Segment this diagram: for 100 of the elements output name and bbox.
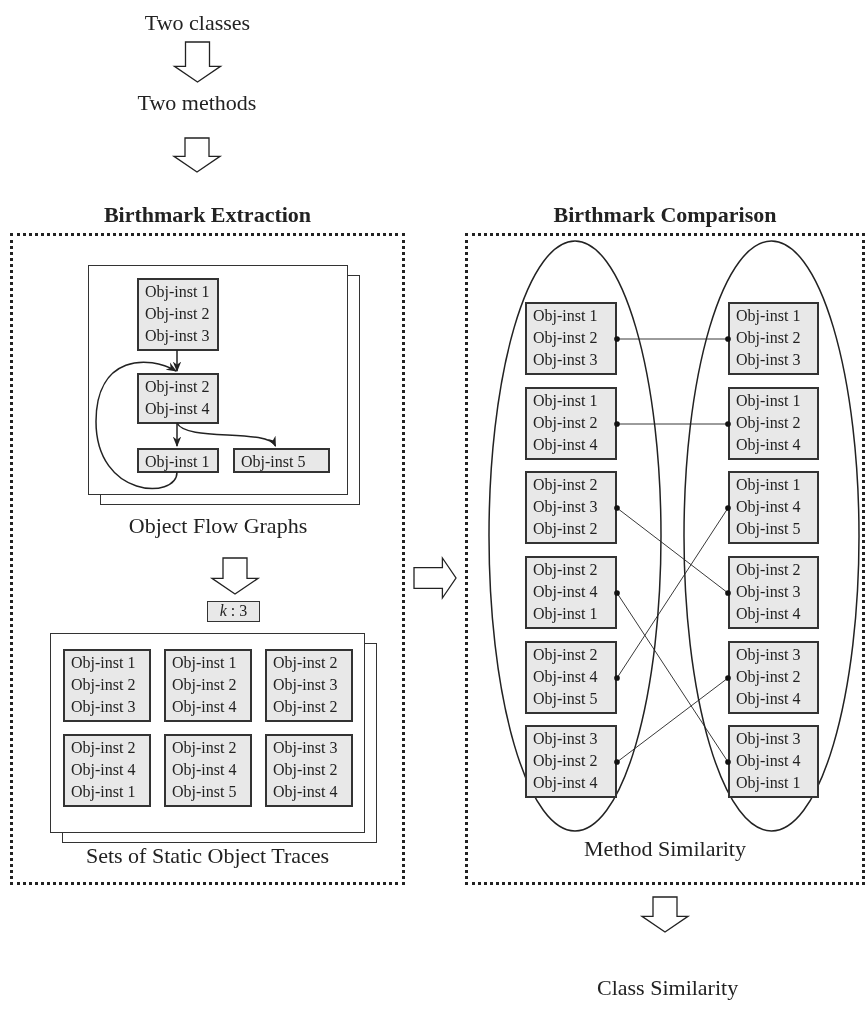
block-arrow xyxy=(209,557,261,595)
instance-box xyxy=(525,641,617,714)
instance-box xyxy=(137,448,219,473)
instance-label: Obj-inst 1 xyxy=(145,452,211,473)
instance-box xyxy=(728,387,819,460)
instance-label: Obj-inst 3 xyxy=(736,645,802,666)
instance-label: Obj-inst 1 xyxy=(736,475,802,496)
instance-label: Obj-inst 4 xyxy=(533,667,599,688)
stacked-sheet xyxy=(88,265,348,495)
instance-label: Obj-inst 2 xyxy=(736,667,802,688)
instance-label: Obj-inst 3 xyxy=(736,582,802,603)
instance-box xyxy=(728,725,819,798)
instance-label: Obj-inst 4 xyxy=(533,773,599,794)
instance-label: Obj-inst 3 xyxy=(145,326,211,347)
instance-label: Obj-inst 4 xyxy=(736,751,802,772)
instance-label: Obj-inst 5 xyxy=(241,452,307,473)
group-ellipse xyxy=(683,240,860,832)
stacked-sheet xyxy=(50,633,365,833)
instance-label: Obj-inst 2 xyxy=(273,760,339,781)
instance-box xyxy=(63,649,151,722)
instance-label: Obj-inst 2 xyxy=(71,738,137,759)
instance-box xyxy=(728,556,819,629)
instance-label: Obj-inst 4 xyxy=(736,689,802,710)
instance-label: Obj-inst 4 xyxy=(273,782,339,803)
instance-label: Obj-inst 1 xyxy=(533,391,599,412)
instance-label: Obj-inst 2 xyxy=(533,413,599,434)
instance-box xyxy=(525,302,617,375)
instance-label: Obj-inst 2 xyxy=(273,697,339,718)
instance-box xyxy=(728,302,819,375)
instance-label: Obj-inst 1 xyxy=(71,653,137,674)
instance-label: Obj-inst 1 xyxy=(533,604,599,625)
arrow xyxy=(172,349,182,373)
instance-label: Obj-inst 4 xyxy=(736,497,802,518)
instance-label: Obj-inst 3 xyxy=(273,738,339,759)
instance-label: Obj-inst 1 xyxy=(736,306,802,327)
instance-label: Obj-inst 3 xyxy=(533,350,599,371)
instance-label: Obj-inst 4 xyxy=(533,582,599,603)
node-label: Sets of Static Object Traces xyxy=(84,843,331,870)
instance-label: Obj-inst 2 xyxy=(533,475,599,496)
instance-label: Obj-inst 1 xyxy=(736,391,802,412)
instance-label: Obj-inst 2 xyxy=(145,304,211,325)
instance-label: Obj-inst 2 xyxy=(736,413,802,434)
instance-label: Obj-inst 2 xyxy=(71,675,137,696)
arrow xyxy=(172,422,182,448)
instance-label: Obj-inst 1 xyxy=(71,782,137,803)
arrow xyxy=(95,361,178,490)
arrow xyxy=(176,422,277,447)
frame-heading: Birthmark Comparison xyxy=(552,202,778,228)
instance-label: Obj-inst 1 xyxy=(172,653,238,674)
instance-box xyxy=(164,649,252,722)
instance-box xyxy=(728,641,819,714)
instance-label: Obj-inst 2 xyxy=(736,560,802,581)
instance-label: Obj-inst 2 xyxy=(172,738,238,759)
instance-label: Obj-inst 4 xyxy=(172,760,238,781)
block-arrow xyxy=(639,896,691,933)
instance-label: Obj-inst 2 xyxy=(172,675,238,696)
instance-label: Obj-inst 4 xyxy=(533,435,599,456)
group-ellipse xyxy=(488,240,662,832)
instance-box xyxy=(525,471,617,544)
instance-box xyxy=(525,556,617,629)
instance-label: Obj-inst 5 xyxy=(533,689,599,710)
step-label: Two methods xyxy=(132,90,262,116)
instance-label: Obj-inst 4 xyxy=(736,604,802,625)
instance-label: Obj-inst 2 xyxy=(736,328,802,349)
instance-box xyxy=(265,734,353,807)
instance-label: Obj-inst 2 xyxy=(533,560,599,581)
instance-label: Obj-inst 2 xyxy=(533,328,599,349)
instance-label: Obj-inst 2 xyxy=(533,519,599,540)
instance-box xyxy=(164,734,252,807)
instance-label: Obj-inst 2 xyxy=(533,751,599,772)
instance-label: Obj-inst 4 xyxy=(736,435,802,456)
node-label: Object Flow Graphs xyxy=(127,513,309,540)
instance-label: Obj-inst 3 xyxy=(533,497,599,518)
instance-box xyxy=(728,471,819,544)
instance-label: Obj-inst 1 xyxy=(736,773,802,794)
step-label: Two classes xyxy=(140,10,255,36)
instance-label: Obj-inst 4 xyxy=(172,697,238,718)
instance-box xyxy=(265,649,353,722)
instance-box xyxy=(525,387,617,460)
instance-label: Obj-inst 1 xyxy=(533,306,599,327)
instance-label: Obj-inst 4 xyxy=(71,760,137,781)
instance-label: Obj-inst 2 xyxy=(273,653,339,674)
instance-box xyxy=(137,373,219,424)
instance-label: Obj-inst 5 xyxy=(736,519,802,540)
instance-box xyxy=(137,278,219,351)
instance-box xyxy=(63,734,151,807)
instance-box xyxy=(233,448,330,473)
instance-label: Obj-inst 3 xyxy=(533,729,599,750)
block-arrow xyxy=(413,555,457,601)
instance-label: Obj-inst 3 xyxy=(71,697,137,718)
block-arrow xyxy=(172,41,223,83)
instance-label: Obj-inst 2 xyxy=(533,645,599,666)
instance-label: Obj-inst 3 xyxy=(273,675,339,696)
instance-label: Obj-inst 1 xyxy=(145,282,211,303)
block-arrow xyxy=(171,137,223,173)
parameter-label: k : 3 xyxy=(207,601,260,622)
instance-box xyxy=(525,725,617,798)
instance-label: Obj-inst 4 xyxy=(145,399,211,420)
node-label: Method Similarity xyxy=(583,836,747,862)
instance-label: Obj-inst 3 xyxy=(736,729,802,750)
